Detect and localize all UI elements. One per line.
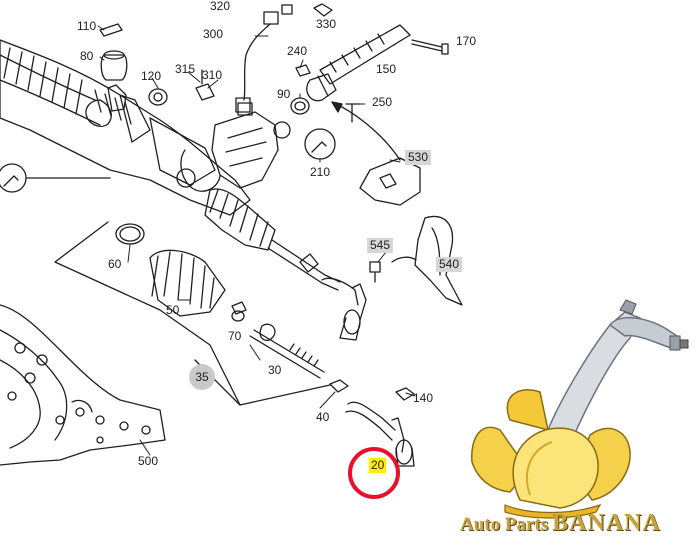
callout-35: 35 [189,364,215,390]
label-50: 50 [166,303,180,317]
brand-line-2: BANANA [552,510,661,536]
highlight-ring-part-20 [348,447,400,499]
label-330: 330 [316,17,336,31]
steering-rack-housing [0,39,367,341]
heat-shield-540 [414,215,463,306]
brand-line-1: Auto Parts [460,514,549,535]
label-140: 140 [413,391,433,405]
part-labels: 110 80 320 300 330 170 240 150 315 310 1… [77,0,476,468]
label-40: 40 [316,410,330,424]
top-fasteners [99,3,449,160]
label-500: 500 [138,454,158,468]
label-250: 250 [372,95,392,109]
repair-kit-lines [54,221,415,467]
label-170: 170 [456,34,476,48]
callout-540: 540 [436,257,463,272]
label-90: 90 [277,87,291,101]
label-60: 60 [108,257,122,271]
label-320: 320 [210,0,230,13]
label-30: 30 [268,363,282,377]
label-80: 80 [80,49,94,63]
label-240: 240 [287,44,307,58]
arrow-530 [331,101,401,161]
label-150: 150 [376,62,396,76]
label-120: 120 [141,69,161,83]
label-210: 210 [310,165,330,179]
label-310: 310 [202,68,222,82]
banana-logo [471,299,689,519]
callout-530: 530 [405,150,432,165]
subframe-500 [0,304,166,466]
leader-lines [97,25,456,456]
label-315: 315 [175,62,195,76]
label-300: 300 [203,27,223,41]
label-70: 70 [228,329,242,343]
label-110: 110 [77,19,96,33]
bracket-530 [359,157,421,206]
brand-logo-text: Auto Parts BANANA [460,510,696,544]
callout-545: 545 [367,238,394,253]
